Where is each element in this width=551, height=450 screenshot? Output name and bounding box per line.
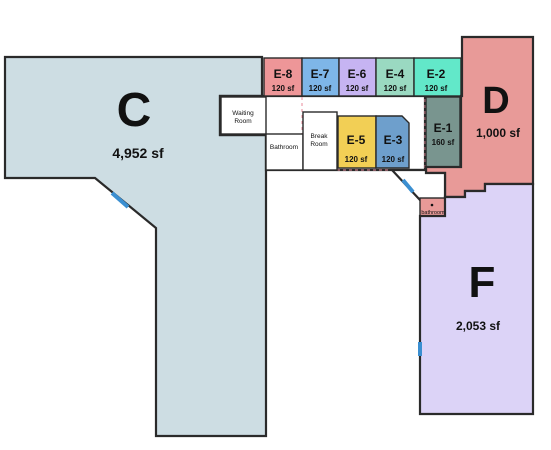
- chute-door: [401, 178, 415, 194]
- waiting-room-label-line1: Waiting: [232, 110, 254, 117]
- office-e5-label: E-5: [347, 133, 366, 147]
- office-e2[interactable]: [413, 57, 462, 97]
- small-bathroom-marker: [430, 203, 434, 207]
- break-room[interactable]: [302, 111, 338, 171]
- suite-c-door: [110, 191, 130, 209]
- office-e8-label: E-8: [274, 67, 293, 81]
- office-e1-area: 160 sf: [432, 138, 455, 147]
- office-e5[interactable]: [337, 115, 377, 169]
- waiting-room-label-line2: Room: [234, 118, 251, 125]
- office-e4-label: E-4: [386, 67, 405, 81]
- suite-d-area: 1,000 sf: [476, 126, 521, 140]
- break-room-label-line2: Room: [310, 141, 327, 148]
- office-e4-area: 120 sf: [384, 84, 407, 93]
- bathroom[interactable]: [265, 133, 304, 171]
- office-e1-label: E-1: [434, 121, 453, 135]
- office-e7-area: 120 sf: [309, 84, 332, 93]
- break-room-label-line1: Break: [311, 133, 329, 140]
- office-e3[interactable]: [375, 115, 410, 169]
- office-e5-area: 120 sf: [345, 155, 368, 164]
- suite-c-label: C: [117, 84, 152, 137]
- office-e8-area: 120 sf: [272, 84, 295, 93]
- suite-c-area: 4,952 sf: [112, 145, 164, 161]
- small-bathroom-label: bathroom: [421, 210, 445, 216]
- office-e7[interactable]: [301, 57, 340, 97]
- office-e6-label: E-6: [348, 67, 367, 81]
- suite-f-label: F: [469, 258, 496, 307]
- office-e2-label: E-2: [427, 67, 446, 81]
- office-e2-area: 120 sf: [425, 84, 448, 93]
- waiting-room[interactable]: [220, 96, 267, 135]
- suite-d-label: D: [482, 80, 509, 122]
- corridor-chute: [389, 168, 447, 202]
- suite-c[interactable]: [3, 55, 268, 438]
- office-e6[interactable]: [338, 57, 377, 97]
- office-e6-area: 120 sf: [346, 84, 369, 93]
- suite-f[interactable]: [418, 182, 535, 416]
- suite-f-area: 2,053 sf: [456, 319, 501, 333]
- office-e3-area: 120 sf: [382, 155, 405, 164]
- office-e7-label: E-7: [311, 67, 330, 81]
- office-e4[interactable]: [375, 57, 415, 97]
- bathroom-label: Bathroom: [270, 144, 298, 151]
- office-e3-label: E-3: [384, 133, 403, 147]
